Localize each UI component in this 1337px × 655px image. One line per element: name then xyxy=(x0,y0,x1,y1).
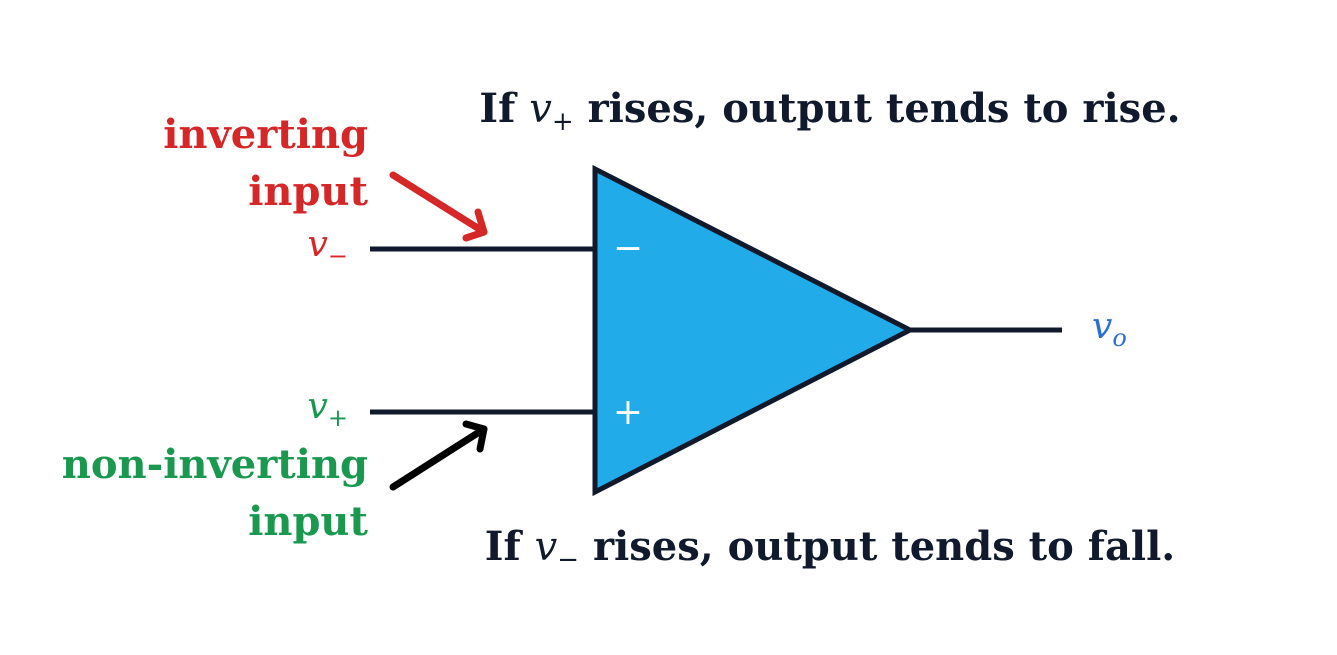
noninverting-input-label: non-inverting input xyxy=(62,441,369,545)
v-out-label: vo xyxy=(1092,306,1127,352)
bottom-caption: If v− rises, output tends to fall. xyxy=(485,523,1175,575)
noninverting-arrow xyxy=(389,420,488,491)
plus-sign: + xyxy=(613,392,643,433)
top-caption: If v+ rises, output tends to rise. xyxy=(479,85,1180,137)
inverting-input-label: inverting input xyxy=(163,111,368,215)
v-minus-label: v− xyxy=(308,224,348,270)
v-plus-label: v+ xyxy=(308,386,348,432)
opamp-triangle xyxy=(592,164,916,497)
noninverting-label-line1: non-inverting xyxy=(62,441,368,488)
noninverting-label-line2: input xyxy=(248,498,368,545)
minus-sign: − xyxy=(613,228,643,269)
inverting-label-line2: input xyxy=(248,168,368,215)
inverting-arrow xyxy=(389,171,488,242)
inverting-label-line1: inverting xyxy=(163,111,368,158)
